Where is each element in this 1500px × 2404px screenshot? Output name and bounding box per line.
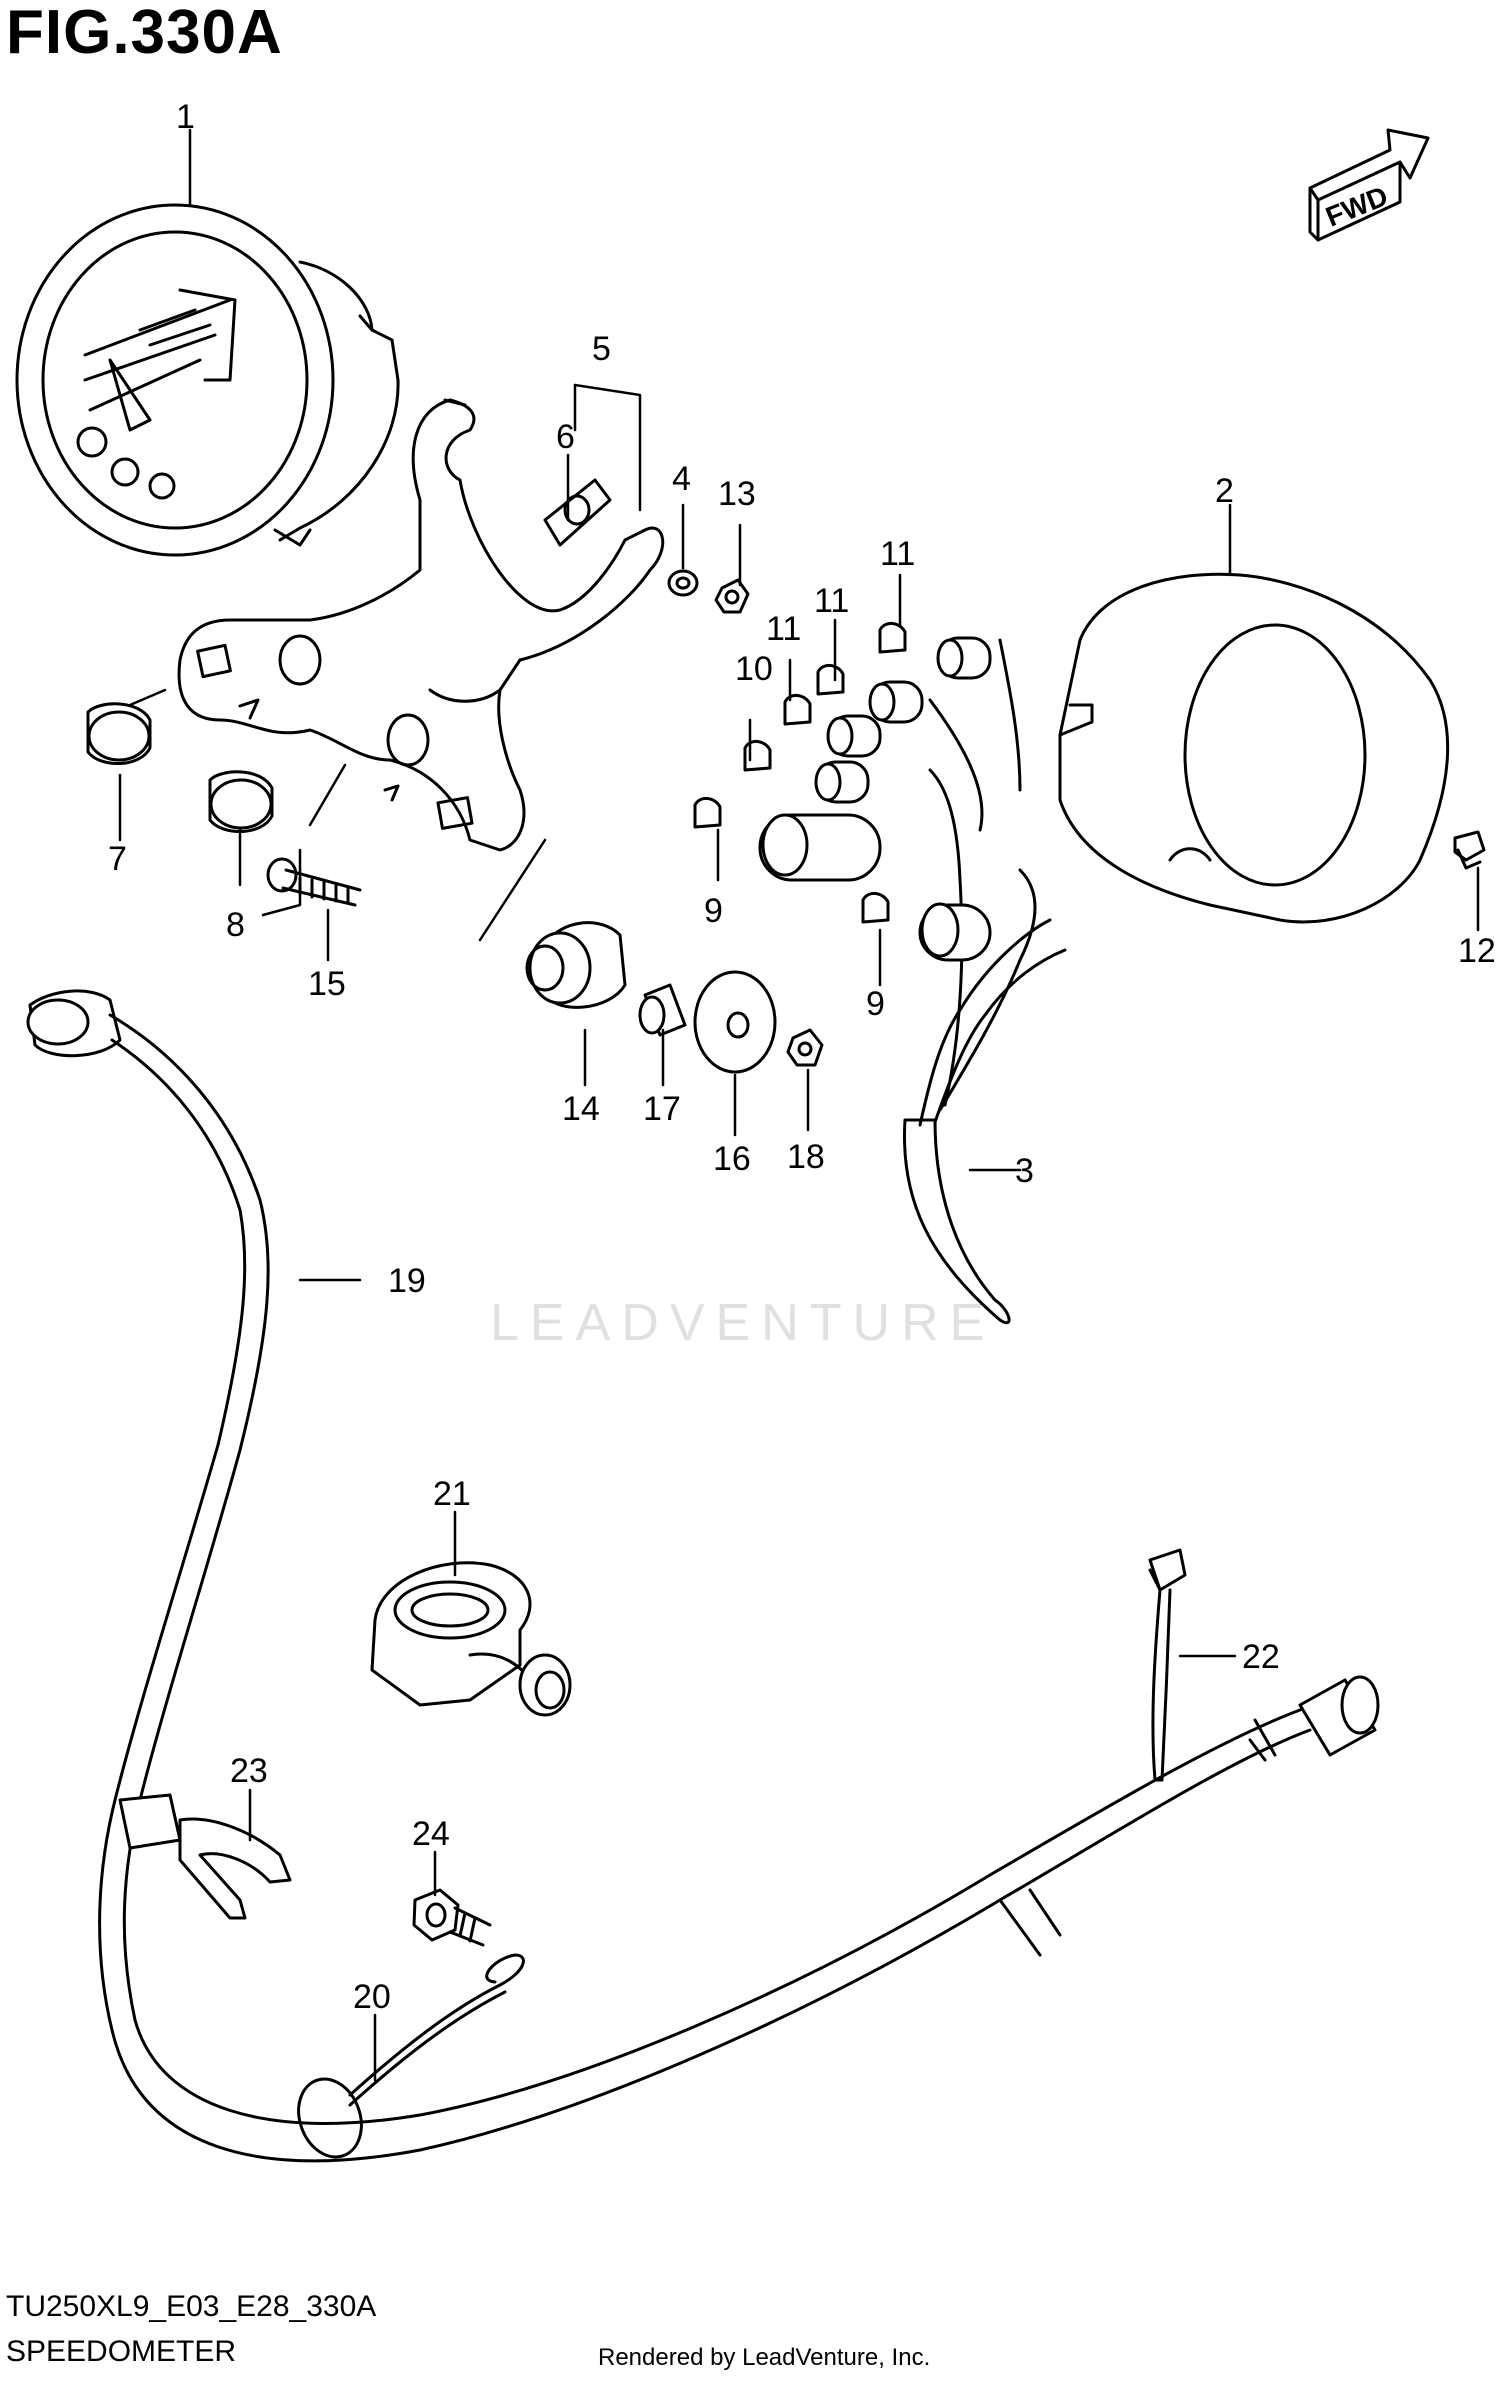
callout-22: 22 <box>1242 1638 1280 1676</box>
callout-9b: 9 <box>866 985 885 1023</box>
small-hardware-group <box>86 569 1486 907</box>
callout-23: 23 <box>230 1752 268 1790</box>
render-credit: Rendered by LeadVenture, Inc. <box>598 2344 931 2371</box>
callout-4: 4 <box>672 460 691 498</box>
callout-13: 13 <box>718 475 756 513</box>
callout-6: 6 <box>556 418 575 456</box>
meter-bracket-part <box>177 398 665 852</box>
speedometer-gauge-part <box>15 203 400 557</box>
callout-11b: 11 <box>814 582 849 620</box>
callout-21: 21 <box>433 1475 471 1513</box>
model-code: TU250XL9_E03_E28_330A <box>6 2290 377 2323</box>
leader-lines <box>118 128 1480 2082</box>
tie-strap-part <box>1148 1548 1187 1782</box>
cable-clip-part <box>118 1793 292 1920</box>
callout-20: 20 <box>353 1978 391 2016</box>
callout-8: 8 <box>226 906 245 944</box>
callout-15: 15 <box>308 965 346 1003</box>
cable-clamp-part <box>370 1561 572 1717</box>
fwd-arrow-icon: FWD <box>1308 128 1430 242</box>
callout-11a: 11 <box>766 610 801 648</box>
callout-labels: 1 2 3 4 5 6 7 8 9 9 10 11 11 11 12 13 14… <box>108 98 1496 2016</box>
meter-case-part <box>1058 572 1450 924</box>
callout-11c: 11 <box>880 535 915 573</box>
callout-12: 12 <box>1458 932 1496 970</box>
callout-3: 3 <box>1015 1152 1034 1190</box>
bolt-part <box>412 1888 492 1947</box>
section-name: SPEEDOMETER <box>6 2335 237 2368</box>
callout-5: 5 <box>592 330 611 368</box>
watermark-text: LEADVENTURE <box>490 1294 996 1352</box>
callout-7: 7 <box>108 840 127 878</box>
speedometer-cable-part <box>26 989 1380 2163</box>
callout-17: 17 <box>643 1090 681 1128</box>
figure-title: FIG.330A <box>6 0 283 67</box>
callout-1: 1 <box>176 98 195 136</box>
wiring-harness-part <box>758 638 1067 1324</box>
callout-14: 14 <box>562 1090 600 1128</box>
callout-19: 19 <box>388 1262 426 1300</box>
callout-10: 10 <box>735 650 773 688</box>
callout-18: 18 <box>787 1138 825 1176</box>
callout-16: 16 <box>713 1140 751 1178</box>
callout-2: 2 <box>1215 472 1234 510</box>
grommet-washer-group <box>525 921 824 1074</box>
callout-9a: 9 <box>704 892 723 930</box>
callout-24: 24 <box>412 1815 450 1853</box>
